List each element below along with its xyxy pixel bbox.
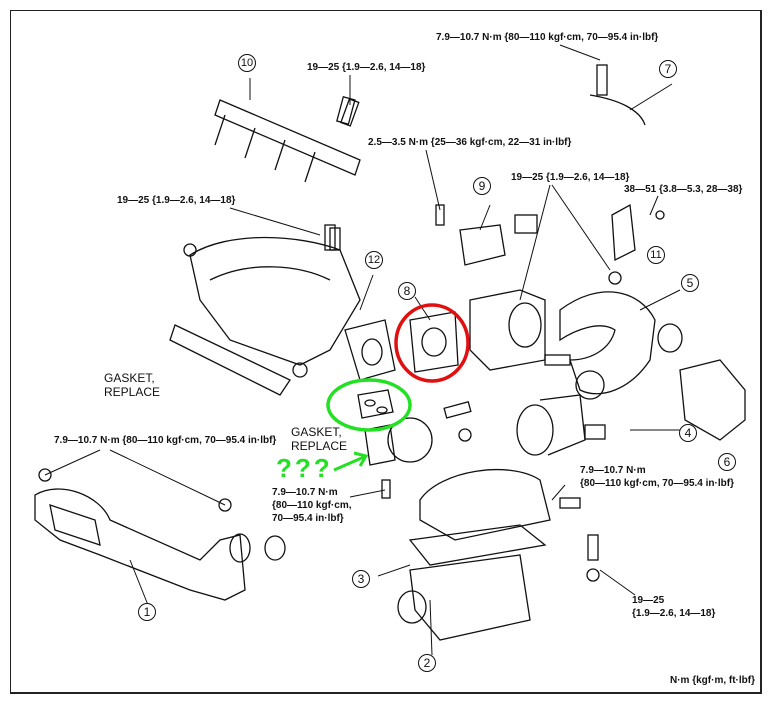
- torque-label-manifold: 19—25 {1.9—2.6, 14—18}: [117, 195, 236, 206]
- green-arrow: [333, 451, 369, 472]
- torque-label-throttle: 19—25 {1.9—2.6, 14—18}: [511, 172, 630, 183]
- callout-3: 3: [352, 570, 370, 588]
- gasket-label-2-line1: GASKET,: [291, 425, 342, 439]
- callout-9: 9: [473, 177, 491, 195]
- torque-label-11: 38—51 {3.8—5.3, 28—38}: [624, 184, 743, 195]
- gasket-label-1-line2: REPLACE: [104, 385, 161, 399]
- torque-label-maf-2: {80—110 kgf·cm, 70—95.4 in·lbf}: [580, 478, 734, 489]
- torque-label-iac-1: 7.9—10.7 N·m: [272, 487, 338, 498]
- callout-7: 7: [659, 60, 677, 78]
- air-duct: [34, 488, 286, 601]
- torque-label-7: 7.9—10.7 N·m {80—110 kgf·cm, 70—95.4 in·…: [436, 32, 659, 43]
- callout-12: 12: [365, 251, 383, 269]
- torque-label-bolt-1: 19—25: [632, 595, 665, 606]
- gasket-label-1-line1: GASKET,: [104, 371, 155, 385]
- bolts: [38, 64, 665, 582]
- mass-air-flow-sensor: [516, 394, 606, 456]
- callout-6: 6: [718, 453, 736, 471]
- callout-10: 10: [238, 54, 256, 72]
- idle-air-control-valve: [364, 401, 472, 466]
- callout-11: 11: [647, 246, 665, 264]
- units-note: N·m {kgf·m, ft·lbf}: [670, 675, 755, 686]
- spacer-plate: [344, 319, 396, 381]
- torque-label-iac-2: {80—110 kgf·cm,: [272, 500, 352, 511]
- callout-1: 1: [138, 603, 156, 621]
- throttle-sensor: [459, 224, 506, 266]
- intake-manifold: [169, 224, 361, 396]
- air-filter: [408, 524, 547, 566]
- torque-label-9: 2.5—3.5 N·m {25—36 kgf·cm, 22—31 in·lbf}: [368, 137, 572, 148]
- leader-lines: [44, 44, 690, 656]
- bracket: [611, 203, 636, 262]
- gasket-manifold: [169, 324, 291, 396]
- throttle-gasket: [409, 311, 459, 373]
- torque-label-maf-1: 7.9—10.7 N·m: [580, 465, 646, 476]
- gasket-label-2-line2: REPLACE: [291, 439, 348, 453]
- torque-label-iac-3: 70—95.4 in·lbf}: [272, 513, 344, 524]
- fuel-rail: [214, 96, 361, 183]
- air-intake-hose: [559, 291, 683, 400]
- torque-label-fuel-rail: 19—25 {1.9—2.6, 14—18}: [307, 62, 426, 73]
- diagram-frame: [10, 10, 762, 694]
- callout-4: 4: [679, 424, 697, 442]
- callout-2: 2: [418, 654, 436, 672]
- callout-5: 5: [681, 274, 699, 292]
- callout-8: 8: [398, 282, 416, 300]
- green-highlight-circle: [326, 378, 412, 432]
- question-marks-annotation: ???: [276, 453, 333, 483]
- torque-label-bolt-2: {1.9—2.6, 14—18}: [632, 608, 716, 619]
- torque-label-duct: 7.9—10.7 N·m {80—110 kgf·cm, 70—95.4 in·…: [54, 435, 277, 446]
- throttle-body: [469, 289, 571, 371]
- resonator: [679, 359, 746, 441]
- iac-gasket: [357, 389, 394, 419]
- red-highlight-circle: [394, 303, 470, 383]
- air-cleaner: [397, 468, 551, 641]
